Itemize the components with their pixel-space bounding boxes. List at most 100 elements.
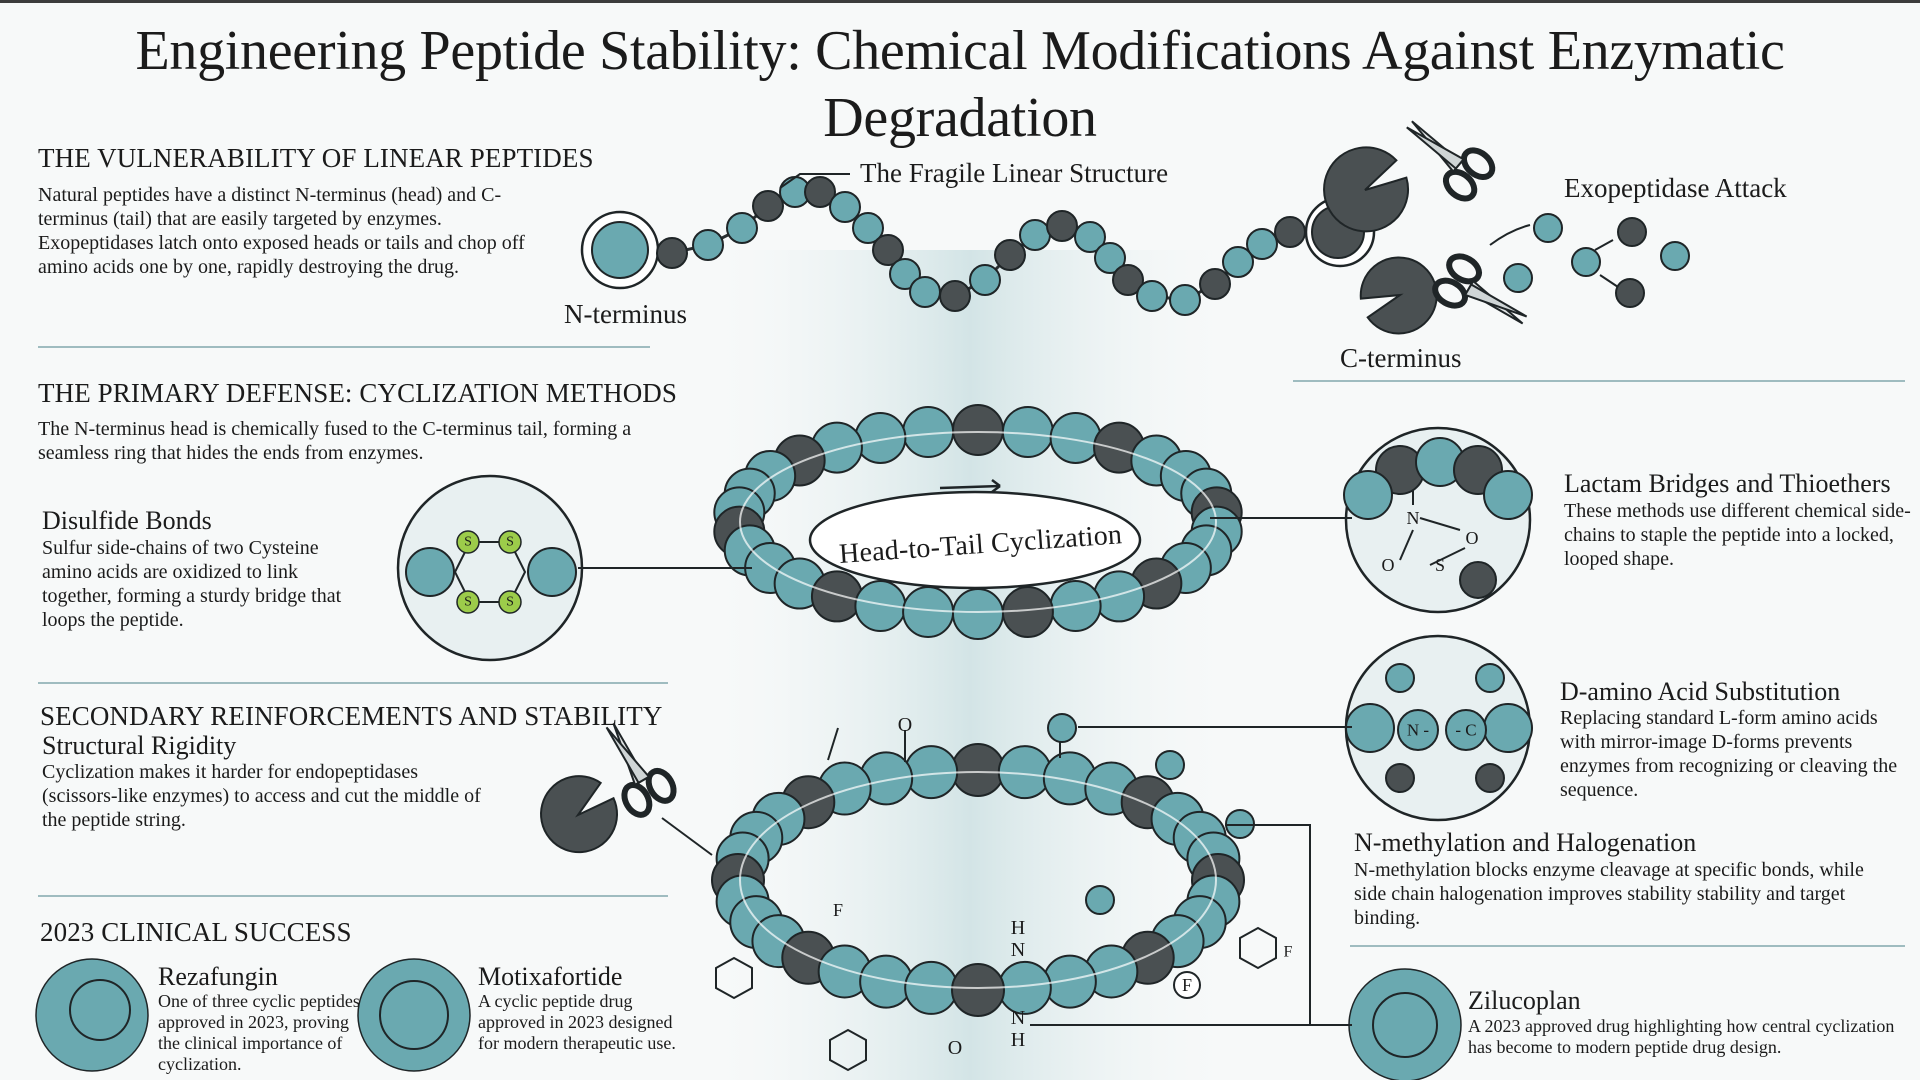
- n-label: N -: [1407, 721, 1430, 740]
- scissors-handle: [1442, 168, 1478, 202]
- macrocycle: [1372, 992, 1438, 1058]
- lactam-body: These methods use different chemical sid…: [1564, 500, 1911, 570]
- scissors-handle: [645, 768, 677, 804]
- lactam-bonds: [1399, 490, 1466, 566]
- motixafortide-title: Motixafortide: [478, 962, 623, 991]
- amino-acid-bead: [889, 258, 921, 290]
- oxygen-atom: O: [1382, 555, 1395, 575]
- fluorine-ring: [1173, 971, 1201, 999]
- scissors-icon: [605, 722, 677, 818]
- scissors-blade: [1406, 126, 1466, 170]
- top-border: [0, 0, 1920, 3]
- oxygen-atom: O: [948, 1037, 962, 1059]
- d-amino-body: Replacing standard L-form amino acids wi…: [1560, 707, 1898, 801]
- amino-acid-bead: [1475, 763, 1505, 793]
- motixafortide-body: A cyclic peptide drug approved in 2023 d…: [478, 991, 676, 1053]
- amino-acid-bead: [1042, 954, 1097, 1009]
- scissors-blade: [605, 726, 651, 785]
- cyclization-label-ellipse: [808, 490, 1142, 590]
- released-amino-acid: [1571, 247, 1601, 277]
- released-amino-acid: [1615, 278, 1645, 308]
- amino-acid-bead: [952, 588, 1004, 640]
- fluorine-atom: F: [833, 900, 843, 920]
- zilucoplan-body: A 2023 approved drug highlighting how ce…: [1468, 1016, 1895, 1057]
- amino-acid-bead: [951, 963, 1005, 1017]
- double-arrow: [661, 817, 713, 856]
- lactam-title: Lactam Bridges and Thioethers: [1564, 469, 1891, 498]
- d-amino-title: D-amino Acid Substitution: [1560, 677, 1841, 706]
- cyclization-body: The N-terminus head is chemically fused …: [38, 418, 632, 464]
- amino-acid-bead: [1136, 280, 1168, 312]
- divider: [38, 346, 650, 348]
- amino-acid-bead: [909, 276, 941, 308]
- amino-acid-bead: [859, 954, 914, 1009]
- release-arrow: [1599, 274, 1619, 288]
- disulfide-body: Sulfur side-chains of two Cysteine amino…: [42, 537, 342, 631]
- amino-acid-bead: [951, 743, 1005, 797]
- amino-acid-bead: [1222, 246, 1254, 278]
- sulfur-label: S: [506, 535, 514, 550]
- side-chain-bead: [1047, 713, 1077, 743]
- vulnerability-body: Natural peptides have a distinct N-termi…: [38, 184, 525, 278]
- divider: [1293, 380, 1905, 382]
- amino-acid-bead: [1475, 663, 1505, 693]
- macrocycle: [69, 979, 131, 1041]
- sulfur-atom: [498, 590, 522, 614]
- side-chain-bond: [827, 727, 839, 761]
- c-label: - C: [1455, 721, 1476, 740]
- rezafungin-title: Rezafungin: [158, 962, 278, 991]
- ring-highlight: [739, 431, 1217, 613]
- exopeptidase-enzyme: [1323, 146, 1410, 233]
- disulfide-title: Disulfide Bonds: [42, 506, 212, 535]
- amino-acid-bead: [1169, 284, 1201, 316]
- amino-acid-bead: [1385, 763, 1415, 793]
- zilucoplan-title: Zilucoplan: [1468, 986, 1581, 1015]
- nitrogen-bead: [1397, 709, 1439, 751]
- label-leader: [779, 173, 850, 189]
- fluorine-atom: F: [1284, 944, 1293, 961]
- amino-acid-bead: [726, 212, 758, 244]
- amino-acid-bead: [1246, 228, 1278, 260]
- n-methylation-title: N-methylation and Halogenation: [1354, 828, 1697, 857]
- amino-acid-bead: [829, 191, 861, 223]
- page-title: Engineering Peptide Stability: Chemical …: [135, 20, 1785, 150]
- amino-acid-bead: [1343, 470, 1393, 520]
- amino-acid-bead: [1483, 703, 1533, 753]
- scissors-icon: [1432, 253, 1528, 325]
- amino-acid-bead: [1094, 242, 1126, 274]
- sulfur-label: S: [464, 535, 472, 550]
- scissors-handle: [1432, 277, 1468, 309]
- divider: [38, 682, 668, 684]
- sulfur-label: S: [464, 595, 472, 610]
- oxygen-atom: O: [1466, 528, 1479, 548]
- cyclic-peptide-ring: [713, 404, 1243, 640]
- amino-acid-bead: [1112, 264, 1144, 296]
- rezafungin-body: One of three cyclic peptides approved in…: [158, 991, 360, 1074]
- benzene-ring: [715, 956, 753, 1000]
- benzene-ring: [829, 1028, 867, 1072]
- zilucoplan-molecule: [1348, 968, 1462, 1080]
- cysteine-bead: [405, 547, 455, 597]
- amino-acid-bead: [1483, 470, 1533, 520]
- n-terminus-label: N-terminus: [564, 299, 687, 329]
- amino-acid-bead: [1019, 219, 1051, 251]
- macrocycle: [379, 980, 449, 1050]
- linear-structure-label: The Fragile Linear Structure: [860, 158, 1169, 188]
- released-amino-acid: [1533, 213, 1563, 243]
- amino-acid-bead: [852, 212, 884, 244]
- released-amino-acid: [1617, 217, 1647, 247]
- carbon-bead: [1445, 709, 1487, 751]
- rezafungin-molecule: [35, 958, 149, 1072]
- cysteine-bead: [527, 547, 577, 597]
- clinical-heading: 2023 CLINICAL SUCCESS: [40, 917, 352, 947]
- n-methylation-body: N-methylation blocks enzyme cleavage at …: [1354, 859, 1864, 929]
- scissors-blade: [1463, 283, 1528, 318]
- cyclization-heading: THE PRIMARY DEFENSE: CYCLIZATION METHODS: [38, 378, 678, 408]
- linear-peptide-chain: [580, 173, 1690, 316]
- oxygen-atom: O: [898, 714, 912, 736]
- released-amino-acid: [1503, 263, 1533, 293]
- amino-acid-bead: [1199, 268, 1231, 300]
- amino-acid-bead: [939, 280, 971, 312]
- amino-acid-bead: [656, 237, 688, 269]
